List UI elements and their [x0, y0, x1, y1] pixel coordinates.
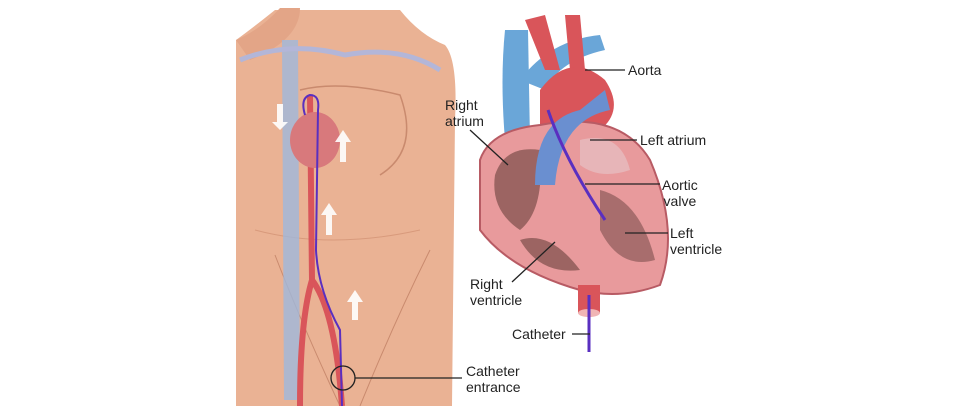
label-left-atrium: Left atrium [640, 132, 707, 148]
label-catheter-entrance: Catheter entrance [466, 363, 520, 395]
blood-flow-arrows [272, 104, 363, 320]
label-right-atrium-line1: Right [445, 97, 478, 113]
label-right-ventricle-line2: ventricle [470, 292, 523, 308]
label-left-ventricle-line1: Left [670, 225, 694, 241]
heart-illustration [479, 15, 669, 352]
label-left-ventricle-line2: ventricle [670, 241, 723, 257]
leader-lines [330, 69, 668, 391]
label-right-atrium-line2: atrium [445, 113, 484, 129]
label-catheter: Catheter [512, 326, 566, 342]
torso-illustration [236, 8, 456, 406]
label-catheter-entrance-line2: entrance [466, 379, 521, 395]
label-left-ventricle: Left ventricle [670, 225, 722, 257]
label-right-ventricle: Right ventricle [470, 276, 522, 308]
label-right-atrium: Right atrium [445, 97, 484, 129]
label-aortic-valve-line1: Aortic [662, 177, 698, 193]
label-aortic-valve-line2: valve [663, 193, 697, 209]
label-catheter-entrance-line1: Catheter [466, 363, 520, 379]
label-aortic-valve: Aortic valve [662, 177, 698, 209]
body-vessels [239, 39, 442, 406]
label-right-ventricle-line1: Right [470, 276, 503, 292]
label-aorta: Aorta [628, 62, 662, 78]
